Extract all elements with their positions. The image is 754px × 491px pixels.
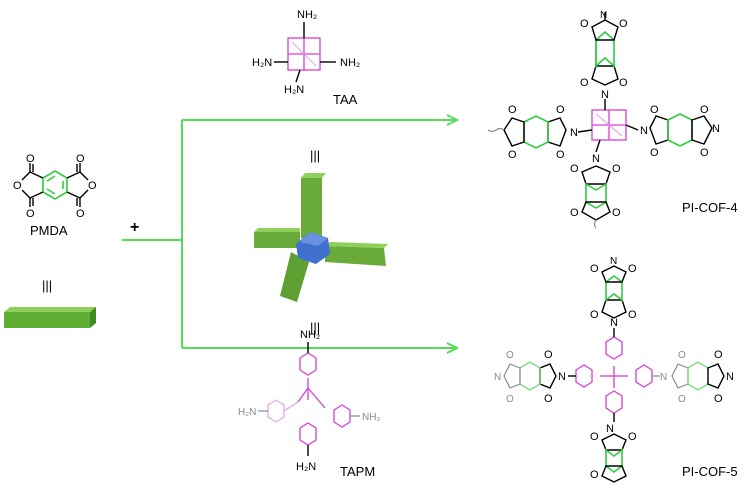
arrow-head-cof4	[446, 114, 460, 126]
taa-structure: NH₂ H₂N NH₂ H₂N	[252, 9, 360, 96]
cof5-atom-o: O	[678, 350, 686, 361]
cof5-phenyl-left	[575, 364, 593, 388]
cof5-atom-o: O	[714, 349, 723, 361]
pmda-atom-o: O	[13, 180, 22, 192]
pi-cof-4-structure: N O O O O N N N O O O O N O O O O N	[487, 10, 720, 229]
cof5-atom-n: N	[494, 372, 501, 383]
cof5-atom-o: O	[506, 394, 514, 405]
cof5-atom-o: O	[714, 393, 723, 405]
cof5-atom-o: O	[590, 469, 599, 481]
pi-cof-5-structure: N O O O O N N O O O N N O O O O N N	[494, 256, 734, 483]
reaction-arrows	[122, 114, 460, 354]
cof4-atom-o: O	[580, 18, 589, 30]
pmda-atom-o: O	[26, 208, 35, 220]
cof5-atom-n: N	[726, 371, 734, 383]
cof5-left-benzene	[519, 361, 541, 391]
pi-cof-5-label: PI-COF-5	[682, 464, 738, 479]
tapm-atom-nh2: NH₂	[300, 329, 320, 341]
tetrahedral-node-model	[254, 173, 388, 302]
tapm-atom-nh2: NH₂	[362, 412, 380, 423]
cof5-atom-n: N	[606, 423, 614, 435]
cof4-atom-o: O	[700, 147, 709, 159]
cof4-right-benzene	[667, 113, 693, 147]
taa-atom-h2n: H₂N	[284, 84, 304, 96]
cof4-atom-n: N	[712, 123, 720, 135]
cof5-top-benzene	[605, 275, 623, 302]
pmda-equiv-symbol: |||	[42, 278, 52, 293]
cof5-phenyl-bottom	[605, 390, 623, 414]
pmda-atom-o: O	[88, 180, 97, 192]
taa-label: TAA	[333, 92, 358, 107]
taa-equiv-symbol: |||	[310, 148, 320, 163]
cof5-phenyl-top	[605, 336, 623, 360]
cof4-atom-o: O	[508, 104, 517, 116]
cof5-right-benzene	[687, 361, 709, 391]
cof4-atom-o: O	[700, 104, 709, 116]
cof4-atom-o: O	[619, 18, 628, 30]
tapm-structure: NH₂ H₂N NH₂ H₂N	[238, 329, 380, 473]
taa-atom-nh2: NH₂	[297, 9, 317, 21]
cof4-atom-n: N	[592, 153, 600, 165]
tapm-ring	[299, 422, 317, 446]
cof5-atom-o: O	[506, 350, 514, 361]
cof5-atom-o: O	[544, 393, 553, 405]
cof4-atom-o: O	[580, 77, 589, 89]
pi-cof-4-label: PI-COF-4	[682, 200, 738, 215]
pmda-atom-o: O	[76, 208, 85, 220]
tapm-ring	[267, 399, 285, 423]
cof4-atom-o: O	[650, 147, 659, 159]
cof4-bottom-benzene	[585, 182, 607, 209]
cof4-atom-o: O	[619, 77, 628, 89]
pmda-rod-model	[4, 307, 96, 328]
cof5-phenyl-right	[635, 364, 653, 388]
cof4-atom-o: O	[556, 104, 565, 116]
cof5-atom-n: N	[610, 256, 617, 267]
cof5-atom-o: O	[628, 431, 637, 443]
pmda-atom-o: O	[76, 153, 85, 165]
arrow-head-cof5	[446, 342, 460, 354]
cof5-atom-o: O	[678, 394, 686, 405]
cof5-atom-o: O	[590, 309, 599, 321]
pmda-atom-o: O	[26, 153, 35, 165]
cof4-atom-o: O	[612, 207, 621, 219]
cof5-atom-o: O	[628, 263, 637, 275]
cof4-atom-o: O	[650, 104, 659, 116]
tapm-equiv-symbol: |||	[310, 320, 320, 335]
cof4-left-benzene	[523, 115, 549, 149]
cof4-atom-n: N	[600, 10, 607, 21]
tapm-atom-h2n: H₂N	[238, 407, 256, 418]
tapm-ring	[299, 352, 317, 376]
cof4-atom-o: O	[570, 163, 579, 175]
cof4-atom-n: N	[601, 89, 609, 101]
tapm-ring	[333, 404, 351, 428]
taa-atom-h2n: H₂N	[252, 57, 272, 69]
taa-atom-nh2: NH₂	[340, 57, 360, 69]
pmda-label: PMDA	[30, 223, 68, 238]
cof4-atom-n: N	[570, 127, 578, 139]
cof5-atom-o: O	[628, 309, 637, 321]
cof4-atom-n: N	[640, 125, 648, 137]
cof5-bottom-benzene	[605, 448, 623, 473]
cof5-atom-o: O	[544, 349, 553, 361]
cof4-top-benzene	[595, 30, 615, 68]
tapm-label: TAPM	[340, 464, 375, 479]
cof5-atom-n: N	[660, 372, 667, 383]
cof5-atom-n: N	[610, 317, 618, 329]
cof4-atom-o: O	[570, 207, 579, 219]
cof4-atom-o: O	[508, 149, 517, 161]
pmda-structure: O O O O O O	[13, 153, 97, 220]
tapm-atom-h2n: H₂N	[296, 461, 316, 473]
cof4-atom-o: O	[612, 163, 621, 175]
cof5-atom-o: O	[590, 431, 599, 443]
cof5-atom-o: O	[590, 263, 599, 275]
cof5-atom-n: N	[558, 371, 566, 383]
cof4-atom-o: O	[556, 149, 565, 161]
plus-sign: +	[130, 219, 139, 236]
